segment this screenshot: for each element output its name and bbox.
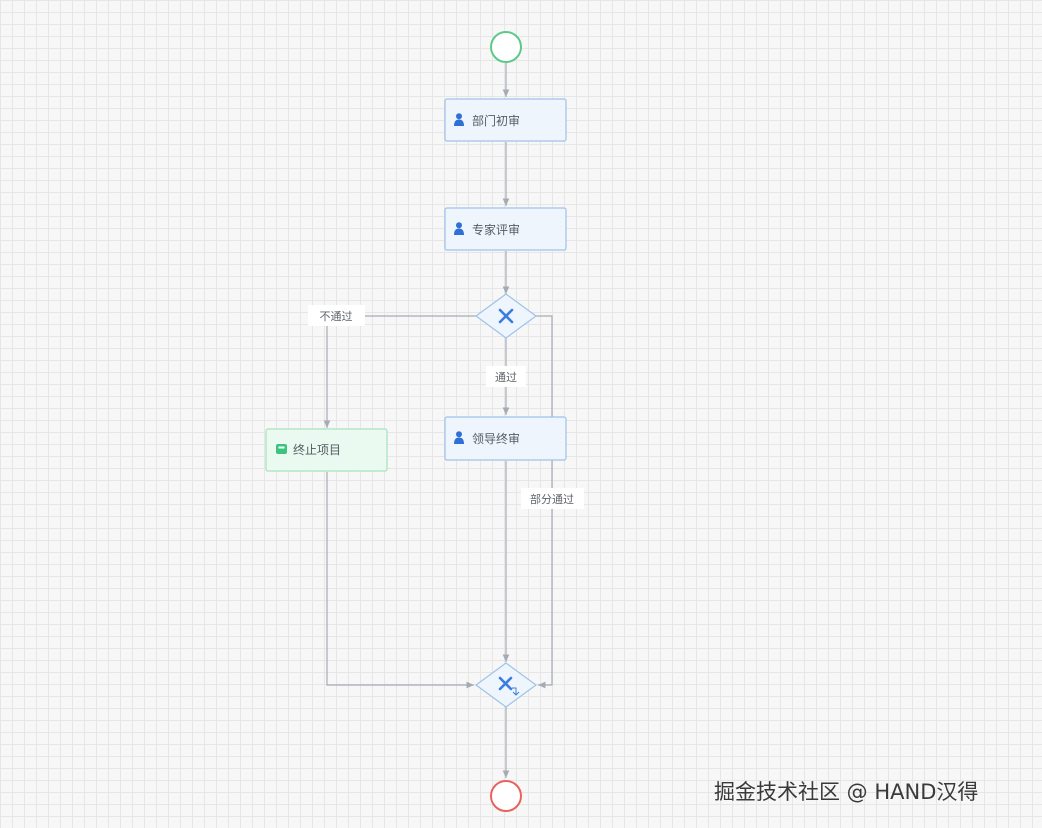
exclusive-gateway-icon (498, 676, 520, 696)
task-dept-review[interactable]: 部门初审 (444, 98, 567, 142)
edge-label-partial[interactable]: 部分通过 (521, 488, 584, 509)
end-event[interactable] (490, 780, 522, 812)
flow-terminate-to-merge[interactable] (326, 472, 474, 689)
task-terminate-label: 终止项目 (293, 442, 341, 457)
task-leader-review[interactable]: 领导终审 (444, 416, 567, 461)
task-dept-review-label: 部门初审 (472, 113, 520, 128)
task-expert-review-label: 专家评审 (472, 222, 520, 237)
exclusive-gateway-icon (498, 308, 514, 324)
edge-label-approve-text: 通过 (495, 371, 517, 384)
task-terminate[interactable]: 终止项目 (265, 428, 388, 472)
start-event[interactable] (490, 31, 522, 63)
merge-gateway[interactable] (474, 662, 538, 708)
user-icon (454, 431, 464, 444)
user-icon (454, 222, 464, 235)
decision-gateway[interactable] (474, 293, 538, 339)
task-expert-review[interactable]: 专家评审 (444, 207, 567, 251)
stop-task-icon (276, 444, 287, 454)
user-icon (454, 113, 464, 126)
edge-label-partial-text: 部分通过 (530, 492, 574, 506)
edge-label-reject[interactable]: 不通过 (308, 305, 365, 326)
edge-label-reject-text: 不通过 (320, 310, 353, 323)
watermark-text: 掘金技术社区 @ HAND汉得 (714, 780, 978, 804)
task-leader-review-label: 领导终审 (472, 431, 520, 446)
edge-label-approve[interactable]: 通过 (486, 366, 526, 387)
flow-reject[interactable] (323, 315, 477, 428)
